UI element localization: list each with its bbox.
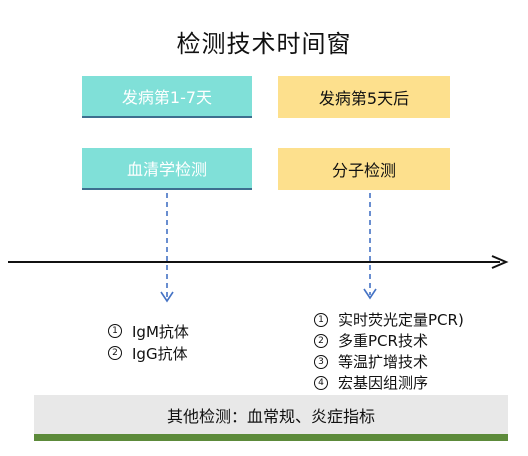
item-label: 等温扩增技术	[338, 353, 429, 371]
item-number: 3	[314, 354, 328, 369]
onset-early-box: 发病第1-7天	[82, 76, 252, 118]
molecular-test-list: 1 实时荧光定量PCR) 2 多重PCR技术 3 等温扩增技术 4 宏基因组测序	[314, 309, 464, 393]
molecular-box: 分子检测	[278, 148, 450, 190]
serology-test-list: 1 IgM抗体 2 IgG抗体	[108, 320, 189, 364]
serology-arrowhead	[160, 291, 174, 303]
molecular-arrowhead	[363, 288, 377, 300]
item-number: 2	[314, 333, 328, 348]
timeline-arrowhead	[491, 255, 509, 269]
item-label: 实时荧光定量PCR)	[338, 311, 464, 329]
list-item: 2 多重PCR技术	[314, 330, 464, 351]
onset-late-box: 发病第5天后	[278, 76, 450, 118]
item-number: 1	[314, 312, 328, 327]
list-item: 4 宏基因组测序	[314, 372, 464, 393]
item-number: 2	[108, 346, 122, 360]
serology-box: 血清学检测	[82, 148, 252, 190]
list-item: 3 等温扩增技术	[314, 351, 464, 372]
diagram-title: 检测技术时间窗	[176, 30, 352, 58]
list-item: 2 IgG抗体	[108, 342, 189, 364]
item-label: 宏基因组测序	[338, 374, 429, 392]
item-label: IgM抗体	[132, 322, 189, 341]
item-number: 1	[108, 324, 122, 338]
item-number: 4	[314, 375, 328, 390]
list-item: 1 IgM抗体	[108, 320, 189, 342]
other-tests-bar: 其他检测：血常规、炎症指标	[34, 395, 508, 441]
item-label: 多重PCR技术	[338, 332, 428, 350]
list-item: 1 实时荧光定量PCR)	[314, 309, 464, 330]
item-label: IgG抗体	[132, 344, 188, 363]
